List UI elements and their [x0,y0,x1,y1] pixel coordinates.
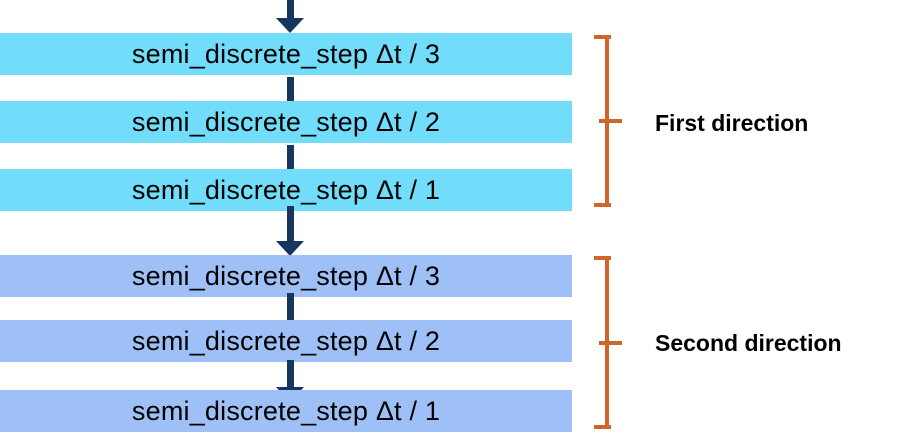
arrow-shaft [287,360,294,387]
group-label-second-direction: Second direction [655,330,842,356]
step-label: semi_discrete_step Δt / 1 [131,395,441,426]
brace-cap-top [594,256,611,260]
step-box-first-2[interactable]: semi_discrete_step Δt / 2 [0,101,572,143]
arrow-head [276,18,304,33]
brace-tick [607,119,622,123]
brace-second-direction [594,254,622,431]
arrow-shaft [287,77,294,104]
group-label-first-direction: First direction [655,110,809,136]
arrow-shaft [287,145,294,172]
brace-cap-top [594,35,611,39]
step-label: semi_discrete_step Δt / 3 [131,260,441,291]
step-box-first-1[interactable]: semi_discrete_step Δt / 3 [0,33,572,75]
brace-tick [607,340,622,345]
brace-nub [599,340,608,345]
step-box-second-2[interactable]: semi_discrete_step Δt / 2 [0,320,572,362]
step-label: semi_discrete_step Δt / 1 [131,174,441,205]
arrow-head [276,241,304,256]
step-label: semi_discrete_step Δt / 3 [131,38,441,69]
step-box-second-1[interactable]: semi_discrete_step Δt / 3 [0,255,572,297]
brace-cap-bottom [594,425,611,429]
step-box-first-3[interactable]: semi_discrete_step Δt / 1 [0,169,572,211]
step-label: semi_discrete_step Δt / 2 [131,106,441,137]
arrow-shaft [287,206,294,241]
arrow-first-to-second-direction [276,206,304,258]
step-box-second-3[interactable]: semi_discrete_step Δt / 1 [0,390,572,432]
arrow-shaft [287,0,294,18]
arrow-shaft [287,293,294,320]
step-label: semi_discrete_step Δt / 2 [131,325,441,356]
arrow-into-first-step-1 [276,0,304,33]
brace-cap-bottom [594,203,611,207]
brace-first-direction [594,33,622,209]
brace-nub [599,119,608,123]
